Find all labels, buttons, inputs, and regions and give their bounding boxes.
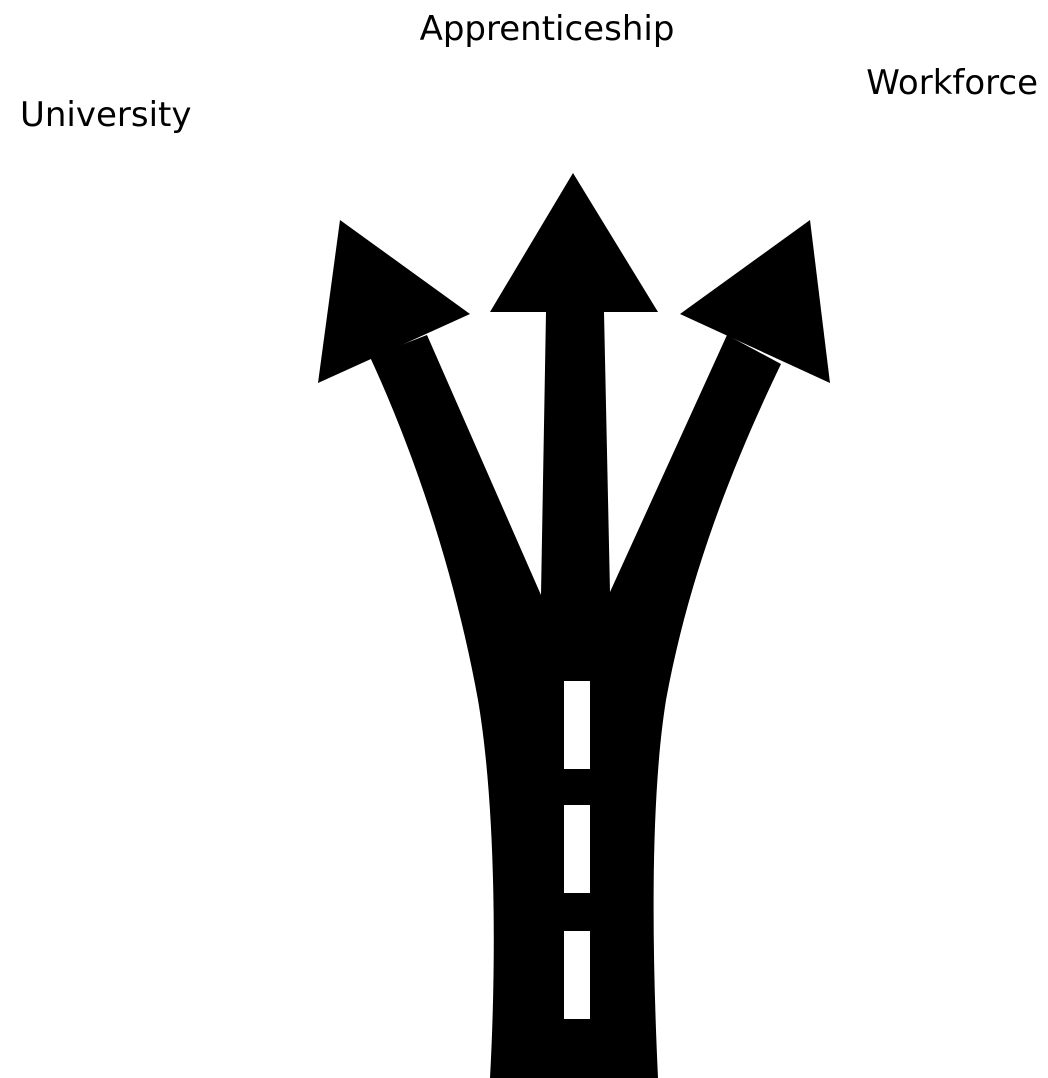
lane-marking [564,805,590,893]
label-university: University [20,95,192,135]
right-arrowhead [680,220,830,383]
label-apprenticeship: Apprenticeship [419,9,675,49]
center-arrowhead [490,173,658,312]
lane-marking [564,931,590,1019]
left-arrowhead [318,220,470,383]
label-workforce: Workforce [866,63,1038,103]
lane-marking [564,681,590,769]
